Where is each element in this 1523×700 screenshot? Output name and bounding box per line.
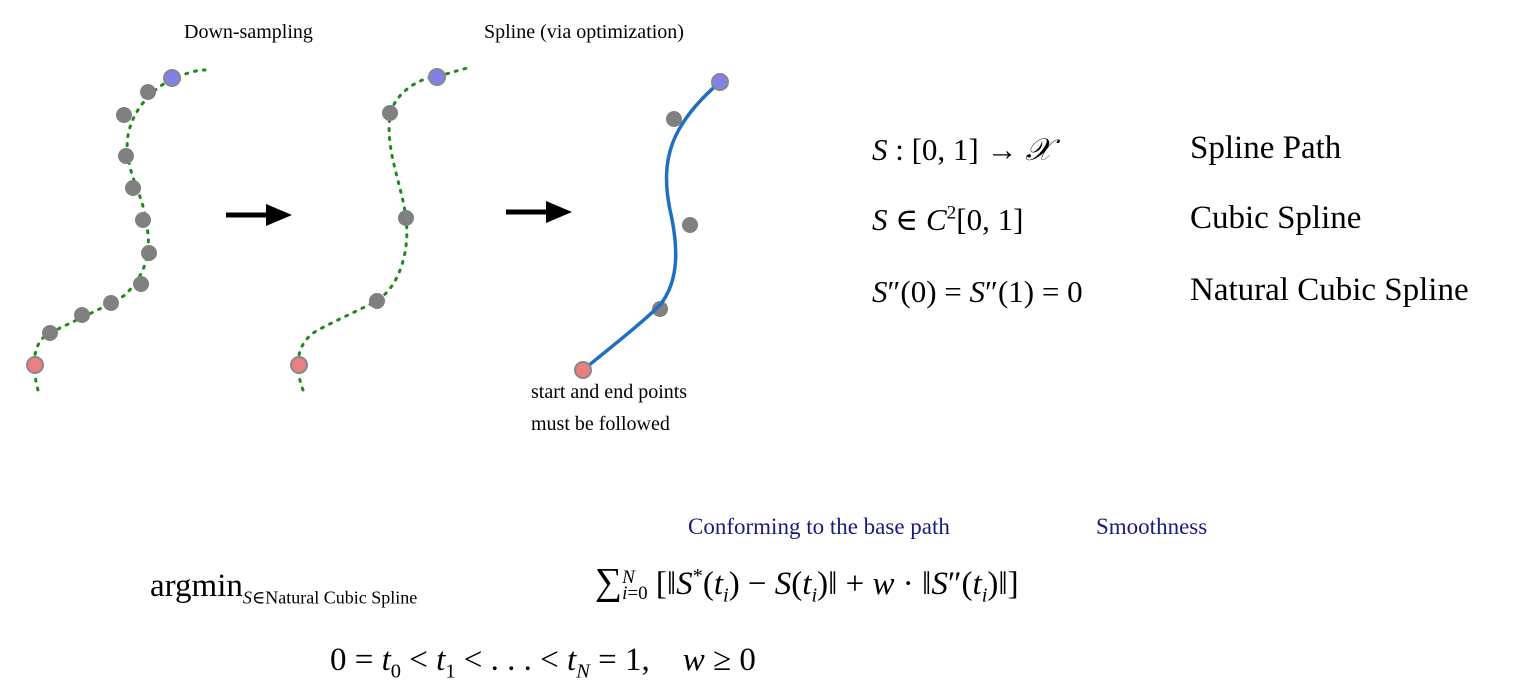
path-point xyxy=(116,107,132,123)
desc-natural-cubic-spline: Natural Cubic Spline xyxy=(1190,272,1469,308)
path-point xyxy=(369,293,385,309)
path-point xyxy=(140,84,156,100)
term1-annotation: Conforming to the base path xyxy=(688,514,950,539)
constraints: 0 = t0 < t1 < . . . < tN = 1, w ≥ 0 xyxy=(330,642,756,683)
panel-original-path xyxy=(26,68,207,392)
desc-cubic-spline: Cubic Spline xyxy=(1190,200,1362,236)
control-point xyxy=(682,217,698,233)
end-point xyxy=(428,68,446,86)
argmin-operator: argminS∈Natural Cubic Spline xyxy=(150,568,418,608)
path-point xyxy=(382,105,398,121)
path-point xyxy=(103,295,119,311)
start-point xyxy=(574,361,592,379)
formula-spline-path: S : [0, 1] → 𝒳 xyxy=(872,132,1052,168)
endpoint-note-line2: must be followed xyxy=(531,413,670,435)
panel-spline xyxy=(574,73,729,379)
start-point xyxy=(26,356,44,374)
path-point xyxy=(141,245,157,261)
downsampling-label: Down-sampling xyxy=(184,21,313,43)
path-point xyxy=(398,210,414,226)
fitted-spline-curve xyxy=(581,80,722,372)
path-point xyxy=(125,180,141,196)
formula-cubic-spline: S ∈ C2[0, 1] xyxy=(872,202,1024,237)
path-point xyxy=(118,148,134,164)
control-point xyxy=(652,301,668,317)
end-point xyxy=(711,73,729,91)
end-point xyxy=(163,69,181,87)
sampled-points xyxy=(26,69,181,374)
control-point xyxy=(666,111,682,127)
path-point xyxy=(135,212,151,228)
path-point xyxy=(74,307,90,323)
formula-natural-cubic-spline: S″(0) = S″(1) = 0 xyxy=(872,274,1083,309)
argmin-subscript: Natural Cubic Spline xyxy=(265,587,418,608)
spline-label: Spline (via optimization) xyxy=(484,21,684,43)
arrow-optimize xyxy=(506,201,572,223)
arrow-downsample xyxy=(226,204,292,226)
endpoint-note-line1: start and end points xyxy=(531,381,688,403)
path-point xyxy=(42,325,58,341)
term2-annotation: Smoothness xyxy=(1096,514,1208,539)
desc-spline-path: Spline Path xyxy=(1190,130,1342,166)
path-point xyxy=(133,276,149,292)
start-point xyxy=(290,356,308,374)
panel-downsampled-path xyxy=(290,66,470,392)
